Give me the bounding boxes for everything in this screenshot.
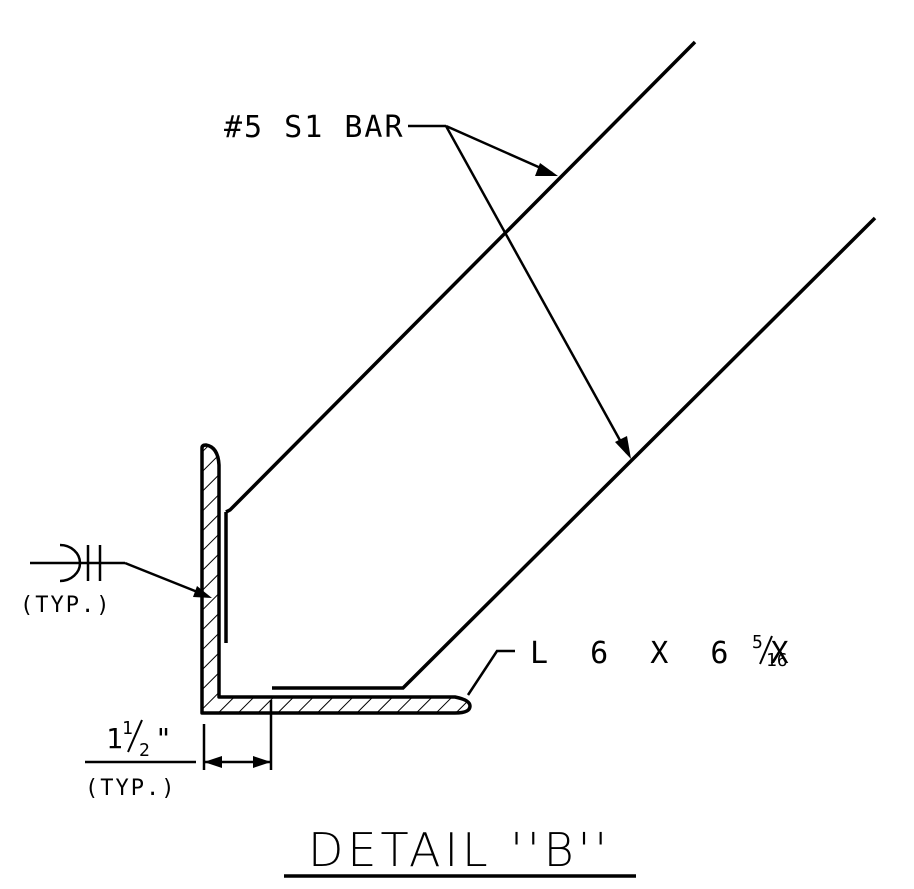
steel-angle-section xyxy=(200,443,472,715)
bar-label: #5 S1 BAR xyxy=(224,110,405,145)
weld-leader-arrow xyxy=(193,586,212,598)
weld-note: (TYP.) xyxy=(20,593,111,618)
spacing-whole: 1 xyxy=(106,722,123,755)
spacing-unit: " xyxy=(155,722,172,755)
spacing-frac-num: 1 xyxy=(122,718,133,739)
angle-label: L 6 X 6 X 5 16 xyxy=(530,632,801,671)
bar-leader-arrow-upper xyxy=(535,163,558,176)
weld-symbol xyxy=(30,543,206,597)
spacing-note: (TYP.) xyxy=(85,776,176,801)
lower-s1-bar xyxy=(272,216,877,690)
dimension-arrow-left xyxy=(204,756,222,768)
spacing-frac-den: 2 xyxy=(139,740,150,761)
angle-leader xyxy=(466,649,515,696)
bar-leader xyxy=(408,124,629,454)
spacing-label: 1 1 2 " xyxy=(106,718,172,761)
angle-label-prefix: L 6 X 6 X xyxy=(530,636,801,671)
angle-label-frac-num: 5 xyxy=(752,632,763,653)
upper-s1-bar xyxy=(224,40,697,643)
bar-leader-arrow-lower xyxy=(615,436,631,459)
detail-title: DETAIL ''B'' xyxy=(308,823,611,877)
angle-label-frac-den: 16 xyxy=(766,650,788,671)
dimension-arrow-right xyxy=(253,756,271,768)
